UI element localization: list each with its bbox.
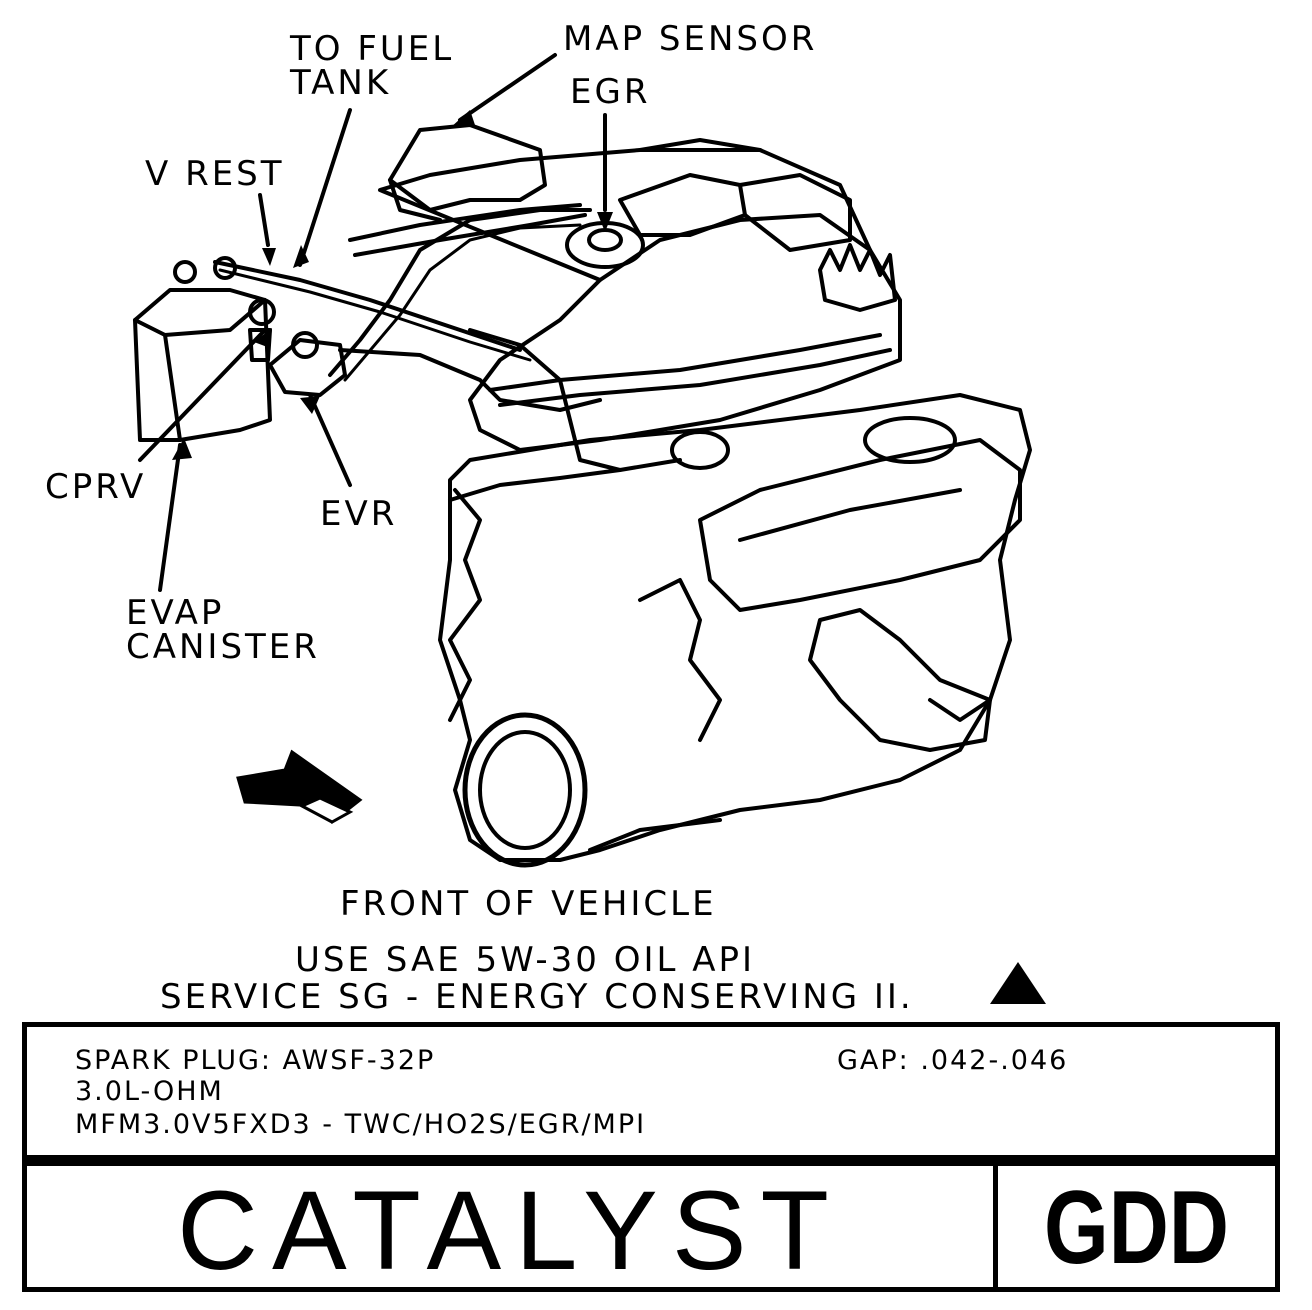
engine-block [438,393,1032,862]
catalyst-label: CATALYST [177,1168,843,1293]
oil-note-line1: USE SAE 5W-30 OIL API [295,940,756,980]
spark-plug-spec: SPARK PLUG: AWSF-32P [75,1045,436,1076]
label-to-fuel-tank: TO FUEL TANK [290,32,454,100]
label-to-fuel-line1: TO FUEL [290,29,455,69]
hose-map [348,203,582,242]
label-cprv: CPRV [45,467,147,507]
label-front-of-vehicle: FRONT OF VEHICLE [340,884,717,924]
label-evap-line1: EVAP [126,593,225,633]
label-evap-canister: EVAP CANISTER [126,596,320,664]
catalyst-box: CATALYST [22,1160,998,1292]
map-sensor-body [388,123,547,212]
code-label: GDD [1044,1170,1229,1286]
label-to-fuel-line2: TANK [290,63,392,103]
label-v-rest: V REST [145,154,285,194]
label-egr: EGR [570,72,651,112]
label-evap-line2: CANISTER [126,627,320,667]
code-box: GDD [993,1160,1280,1292]
engine-family-spec: MFM3.0V5FXD3 - TWC/HO2S/EGR/MPI [75,1109,647,1140]
evr-body [268,338,347,397]
front-arrow-icon [236,749,363,825]
engine-spec: 3.0L-OHM [75,1076,224,1107]
hose-to-fuel-tank [213,260,522,352]
crank-pulley [462,712,588,868]
label-evr: EVR [320,494,398,534]
warning-triangle-icon [990,962,1046,1004]
exhaust-manifold [808,608,992,752]
gap-spec: GAP: .042-.046 [837,1045,1069,1076]
evap-canister [133,288,272,442]
distributor [818,243,897,312]
oil-cap [863,416,957,464]
intake-manifold [378,148,902,452]
hose-egr [328,208,592,377]
spec-box: SPARK PLUG: AWSF-32P GAP: .042-.046 3.0L… [22,1022,1280,1160]
oil-note-line2: SERVICE SG - ENERGY CONSERVING II. [160,977,914,1017]
v-rest-valve [248,298,276,326]
label-map-sensor: MAP SENSOR [563,19,818,59]
valve-cover [698,438,1022,612]
